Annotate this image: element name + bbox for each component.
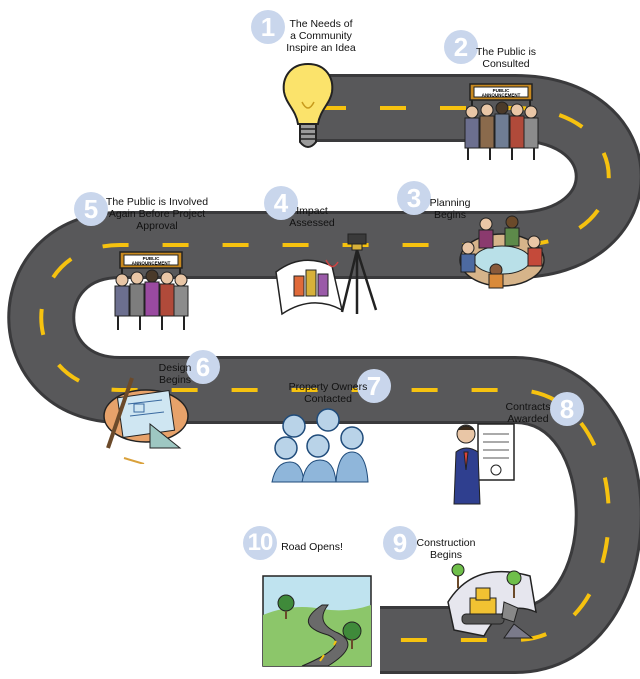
svg-text:PUBLIC: PUBLIC bbox=[143, 256, 161, 261]
svg-text:PUBLIC: PUBLIC bbox=[493, 88, 511, 93]
step-1-number: 1 bbox=[251, 10, 285, 44]
svg-text:ANNOUNCEMENT: ANNOUNCEMENT bbox=[482, 93, 521, 98]
step-8-label: Contracts Awarded bbox=[505, 401, 551, 425]
step-4-number: 4 bbox=[264, 186, 298, 220]
public-announcement-icon: PUBLIC ANNOUNCEMENT bbox=[114, 251, 189, 330]
step-9-number: 9 bbox=[383, 526, 417, 560]
open-road-icon bbox=[262, 575, 372, 667]
step-2-number: 2 bbox=[444, 30, 478, 64]
step-3-number: 3 bbox=[397, 181, 431, 215]
step-3-label: Planning Begins bbox=[429, 197, 471, 221]
step-6-label: Design Begins bbox=[158, 362, 192, 386]
survey-tripod-icon bbox=[275, 233, 378, 316]
step-5-label: The Public is Involved Again Before Proj… bbox=[105, 196, 209, 232]
planning-meeting-icon bbox=[459, 215, 545, 289]
step-10-label: Road Opens! bbox=[281, 541, 343, 553]
step-10-number: 10 bbox=[243, 526, 277, 560]
contract-signing-icon bbox=[453, 423, 515, 505]
step-5-number: 5 bbox=[74, 192, 108, 226]
step-1-label: The Needs of a Community Inspire an Idea bbox=[286, 18, 356, 54]
lightbulb-icon bbox=[282, 62, 334, 148]
step-9-label: Construction Begins bbox=[416, 537, 476, 561]
step-7-number: 7 bbox=[357, 369, 391, 403]
center-lane-markings bbox=[39, 106, 611, 642]
bulldozer-icon bbox=[447, 563, 537, 639]
step-8-number: 8 bbox=[550, 392, 584, 426]
step-2-label: The Public is Consulted bbox=[475, 46, 537, 70]
property-owners-icon bbox=[271, 408, 369, 483]
step-4-label: Impact Assessed bbox=[289, 205, 335, 229]
drafting-table-icon bbox=[103, 377, 189, 464]
step-6-number: 6 bbox=[186, 350, 220, 384]
public-announcement-icon: PUBLIC ANNOUNCEMENT bbox=[464, 83, 539, 160]
svg-text:ANNOUNCEMENT: ANNOUNCEMENT bbox=[132, 261, 171, 266]
step-7-label: Property Owners Contacted bbox=[288, 381, 368, 405]
